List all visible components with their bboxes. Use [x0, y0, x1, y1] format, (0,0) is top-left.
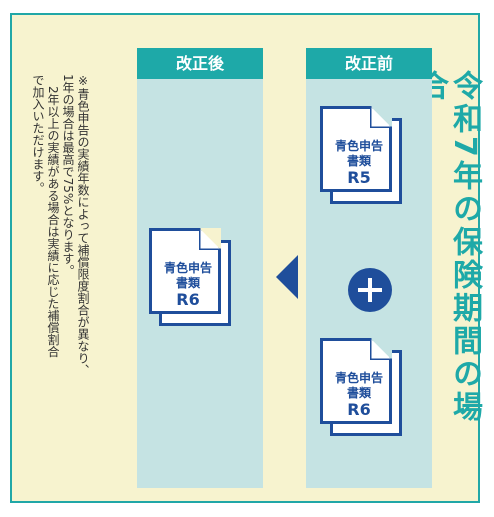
page-fold-icon	[199, 228, 221, 250]
after-header: 改正後	[137, 48, 263, 79]
plus-icon	[348, 268, 392, 312]
doc-label-line2: 書類	[346, 154, 371, 168]
doc-year-code: R6	[347, 400, 371, 419]
doc-label-line1: 青色申告	[163, 261, 212, 275]
document-front: 青色申告 書類 R5	[320, 106, 392, 192]
document-front: 青色申告 書類 R6	[149, 228, 221, 314]
footnote: ※青色申告の実績年数によって補償限度割合が異なり、 1年の場合は最高で75%とな…	[30, 74, 90, 454]
doc-year-code: R5	[347, 168, 371, 187]
left-arrow-icon	[276, 255, 298, 299]
document-icon: 青色申告 書類 R6	[320, 338, 410, 438]
footnote-line4: で加入いただけます。	[31, 74, 45, 194]
document-icon: 青色申告 書類 R6	[149, 228, 239, 328]
page-fold-icon	[370, 338, 392, 360]
before-column: 改正前 青色申告 書類 R5 青色申告 書類 R6	[306, 48, 432, 488]
doc-label-line1: 青色申告	[334, 371, 383, 385]
before-header: 改正前	[306, 48, 432, 79]
page-fold-icon	[370, 106, 392, 128]
doc-label-line2: 書類	[346, 386, 371, 400]
document-label: 青色申告 書類 R6	[321, 371, 397, 419]
document-label: 青色申告 書類 R5	[321, 139, 397, 187]
doc-label-line1: 青色申告	[334, 139, 383, 153]
doc-year-code: R6	[176, 290, 200, 309]
footnote-line1: ※青色申告の実績年数によって補償限度割合が異なり、	[76, 74, 90, 376]
document-front: 青色申告 書類 R6	[320, 338, 392, 424]
footnote-line2: 1年の場合は最高で75%となります。	[61, 74, 75, 277]
footnote-line3: 2年以上の実績がある場合は実績に応じた補償割合	[46, 86, 60, 358]
document-icon: 青色申告 書類 R5	[320, 106, 410, 206]
page-title: 令和7年の保険期間の場合	[413, 70, 482, 424]
document-label: 青色申告 書類 R6	[150, 261, 226, 309]
doc-label-line2: 書類	[175, 276, 200, 290]
after-column: 改正後 青色申告 書類 R6	[137, 48, 263, 488]
